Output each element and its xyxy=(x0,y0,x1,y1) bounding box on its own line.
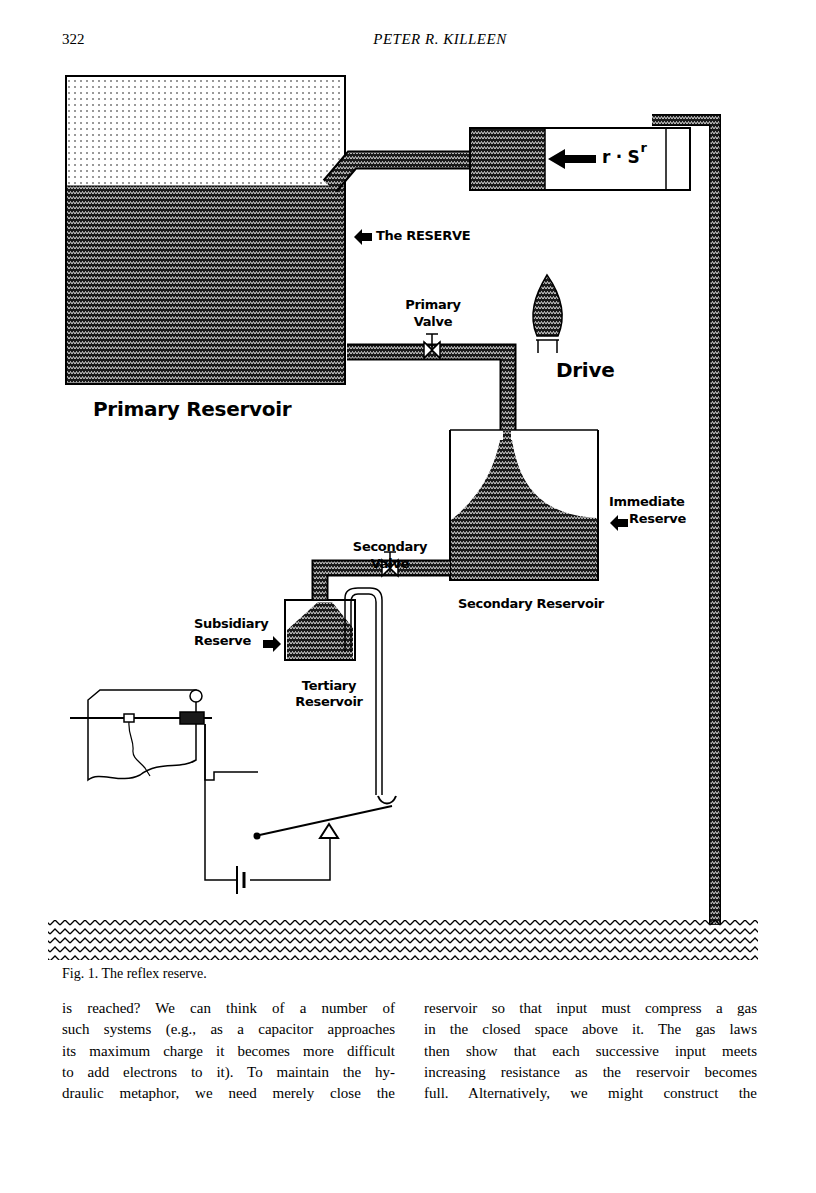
figure-label: r · S xyxy=(602,146,639,168)
secondary-tank xyxy=(450,430,598,580)
body-text-line: such systems (e.g., as a capacitor appro… xyxy=(62,1021,395,1038)
body-text-line: full. Alternatively, we might construct … xyxy=(424,1085,757,1102)
figure-label: Primary Valve xyxy=(398,297,468,331)
figure-label: Drive xyxy=(556,357,614,383)
reservoir: Primary Reservoir xyxy=(65,75,347,387)
body-text-line: then show that each successive input mee… xyxy=(424,1043,757,1060)
ground xyxy=(48,920,758,960)
pipe xyxy=(347,352,508,430)
reserve-arrow xyxy=(354,229,372,245)
subsidiary-arrow xyxy=(263,636,281,652)
body-text-line: draulic metaphor, we need merely close t… xyxy=(62,1085,395,1102)
pipe-stroke xyxy=(347,352,508,430)
figure-label: Subsidiary Reserve xyxy=(194,616,280,650)
reservoir-label: Tertiary Reservoir xyxy=(289,678,369,711)
figure-label: The RESERVE xyxy=(376,228,470,245)
drive-flame xyxy=(533,275,562,353)
recorder xyxy=(70,690,330,894)
page-header: PETER R. KILLEEN xyxy=(300,30,580,50)
immediate-arrow xyxy=(610,515,628,531)
reservoir: Tertiary Reservoir xyxy=(285,600,355,660)
body-text-line: its maximum charge it becomes more diffi… xyxy=(62,1043,395,1060)
body-text-line: increasing resistance as the reservoir b… xyxy=(424,1064,757,1081)
body-text-line: reservoir so that input must compress a … xyxy=(424,1000,757,1017)
piston-pipe xyxy=(330,128,690,190)
body-text-line: is reached? We can think of a number of xyxy=(62,1000,395,1017)
figure-label: Immediate Reserve xyxy=(609,494,701,528)
page-header: 322 xyxy=(62,30,85,50)
reservoir: Secondary Reservoir xyxy=(450,430,598,580)
primary-valve xyxy=(424,334,440,358)
body-text-line: to add electrons to it). To maintain the… xyxy=(62,1064,395,1081)
figure-caption: Fig. 1. The reflex reserve. xyxy=(62,966,207,982)
reservoir-label: Primary Reservoir xyxy=(93,397,333,422)
lever xyxy=(255,796,397,839)
reservoir-label: Secondary Reservoir xyxy=(458,596,608,612)
pipe-stroke xyxy=(347,352,508,430)
body-text-line: in the closed space above it. The gas la… xyxy=(424,1021,757,1038)
figure-label: r xyxy=(640,140,646,157)
primary-tank xyxy=(66,76,345,384)
figure-label: Secondary Valve xyxy=(350,539,430,573)
